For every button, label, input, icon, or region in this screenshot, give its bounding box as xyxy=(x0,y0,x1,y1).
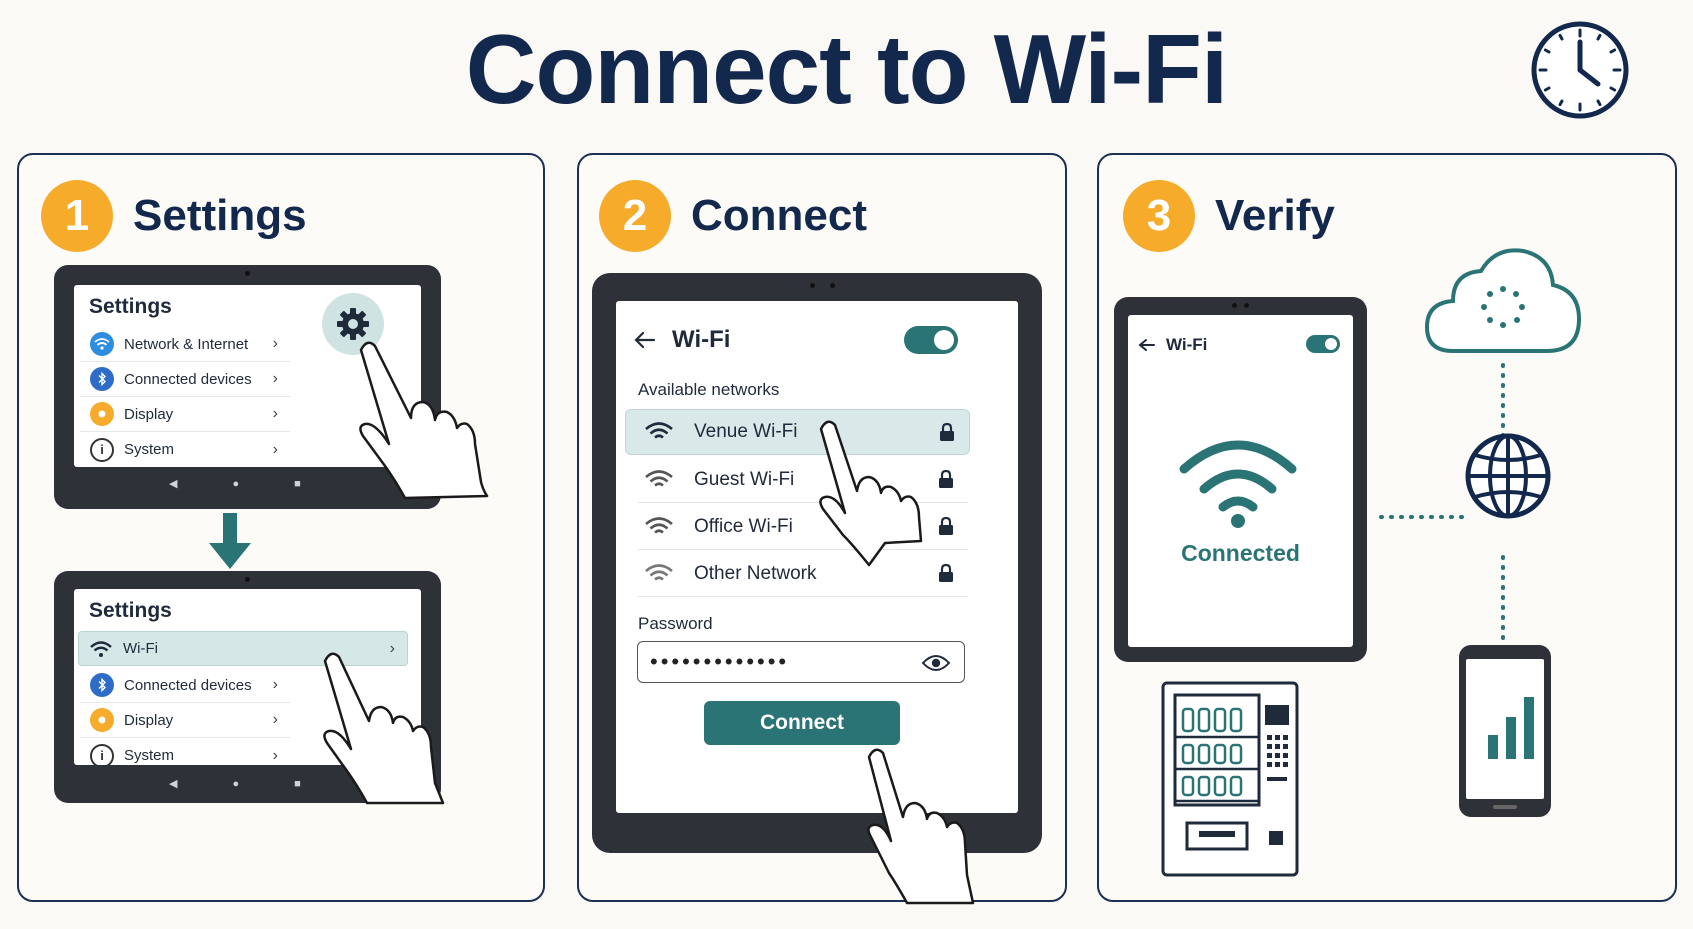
connected-status: Connected xyxy=(1181,540,1300,566)
settings-item-display[interactable]: Display › xyxy=(80,703,290,738)
back-nav-icon[interactable]: ◀ xyxy=(169,778,178,790)
network-venue[interactable]: Venue Wi-Fi xyxy=(625,409,970,455)
settings-item-system[interactable]: i System › xyxy=(80,738,290,765)
step-3-panel: 3 Verify Wi-Fi Connected xyxy=(1097,153,1677,902)
step-2-badge: 2 xyxy=(599,180,671,252)
step-2-title: Connect xyxy=(691,191,867,240)
settings-item-label: Wi-Fi xyxy=(123,640,158,657)
wifi-header: Wi-Fi xyxy=(1166,335,1208,354)
home-nav-icon[interactable]: ● xyxy=(232,477,240,490)
settings-title: Settings xyxy=(89,295,172,318)
step-1-panel: 1 Settings Settings Network & Internet ›… xyxy=(17,153,545,902)
settings-item-connected-devices[interactable]: Connected devices › xyxy=(80,668,290,703)
chevron-right-icon: › xyxy=(272,440,278,458)
settings-item-label: Connected devices xyxy=(124,676,252,694)
wifi-icon xyxy=(90,332,114,356)
hand-pointer-icon xyxy=(323,652,445,805)
bluetooth-icon xyxy=(90,367,114,391)
settings-item-system[interactable]: i System › xyxy=(80,432,290,467)
available-networks-label: Available networks xyxy=(638,380,780,399)
arrow-down-icon xyxy=(209,513,251,569)
chevron-right-icon: › xyxy=(272,746,278,764)
sun-icon xyxy=(90,402,114,426)
chevron-right-icon: › xyxy=(272,335,278,352)
network-name: Other Network xyxy=(694,562,817,584)
eye-icon[interactable] xyxy=(921,654,951,672)
chevron-right-icon: › xyxy=(272,370,278,387)
settings-item-connected-devices[interactable]: Connected devices › xyxy=(80,362,290,397)
vending-machine-icon xyxy=(1161,681,1299,877)
step-3-badge: 3 xyxy=(1123,180,1195,252)
settings-item-label: Connected devices xyxy=(124,370,252,388)
password-label: Password xyxy=(638,614,713,633)
step-1-badge: 1 xyxy=(41,180,113,252)
back-nav-icon[interactable]: ◀ xyxy=(169,478,178,490)
sun-icon xyxy=(90,708,114,732)
wifi-connected-icon xyxy=(1179,440,1297,528)
settings-item-label: Display xyxy=(124,405,174,423)
info-icon: i xyxy=(90,437,114,462)
hand-pointer-icon xyxy=(867,748,975,905)
tablet-connected: Wi-Fi Connected xyxy=(1114,297,1367,662)
cloud-icon xyxy=(1424,248,1582,353)
wifi-toggle[interactable] xyxy=(904,326,958,354)
chevron-right-icon: › xyxy=(389,639,395,657)
lock-icon xyxy=(939,469,953,488)
page-title: Connect to Wi-Fi xyxy=(465,14,1229,124)
clock-icon xyxy=(1531,21,1629,119)
lock-icon xyxy=(940,422,954,441)
chevron-right-icon: › xyxy=(272,405,278,422)
back-arrow-icon[interactable] xyxy=(634,331,656,349)
back-arrow-icon[interactable] xyxy=(1138,338,1156,352)
wifi-signal-icon xyxy=(645,422,673,439)
bluetooth-icon xyxy=(90,673,114,697)
password-value: ••••••••••••• xyxy=(650,649,790,674)
network-other[interactable]: Other Network xyxy=(638,551,968,597)
wifi-toggle[interactable] xyxy=(1306,335,1340,353)
recents-nav-icon[interactable]: ■ xyxy=(294,477,301,490)
wifi-header: Wi-Fi xyxy=(672,326,731,353)
settings-item-network[interactable]: Network & Internet › xyxy=(80,327,290,362)
home-nav-icon[interactable]: ● xyxy=(232,777,240,790)
settings-item-label: Display xyxy=(124,711,174,729)
settings-item-label: System xyxy=(124,747,175,764)
chevron-right-icon: › xyxy=(272,711,278,728)
tablet-settings: Settings Network & Internet › Connected … xyxy=(54,265,441,509)
hand-pointer-icon xyxy=(359,341,489,500)
signal-bars-icon xyxy=(1488,697,1534,759)
wifi-signal-icon xyxy=(645,563,673,581)
settings-item-wifi[interactable]: Wi-Fi › xyxy=(78,631,408,666)
recents-nav-icon[interactable]: ■ xyxy=(294,777,301,790)
network-name: Office Wi-Fi xyxy=(694,515,793,537)
wifi-signal-icon xyxy=(645,516,673,534)
tablet-wifi-list: Wi-Fi Available networks Venue Wi-Fi Gue… xyxy=(592,273,1042,853)
step-1-title: Settings xyxy=(133,191,307,240)
info-icon: i xyxy=(90,743,114,765)
settings-title: Settings xyxy=(89,599,172,622)
network-name: Venue Wi-Fi xyxy=(694,421,798,442)
lock-icon xyxy=(939,516,953,535)
password-input[interactable]: ••••••••••••• xyxy=(637,641,965,683)
connect-button[interactable]: Connect xyxy=(704,701,900,745)
chevron-right-icon: › xyxy=(272,676,278,693)
hand-pointer-icon xyxy=(819,420,923,567)
phone-device xyxy=(1459,645,1551,817)
gear-icon xyxy=(337,308,369,340)
settings-item-display[interactable]: Display › xyxy=(80,397,290,432)
step-3-title: Verify xyxy=(1215,191,1335,240)
globe-icon xyxy=(1465,433,1551,519)
network-guest[interactable]: Guest Wi-Fi xyxy=(638,457,968,503)
settings-item-label: System xyxy=(124,441,175,458)
network-office[interactable]: Office Wi-Fi xyxy=(638,504,968,550)
gear-button[interactable] xyxy=(322,293,384,355)
wifi-signal-icon xyxy=(645,469,673,487)
wifi-icon xyxy=(89,637,113,661)
step-2-panel: 2 Connect Wi-Fi Available networks Venue… xyxy=(577,153,1067,905)
lock-icon xyxy=(939,563,953,582)
settings-item-label: Network & Internet xyxy=(124,335,249,353)
network-name: Guest Wi-Fi xyxy=(694,468,795,490)
